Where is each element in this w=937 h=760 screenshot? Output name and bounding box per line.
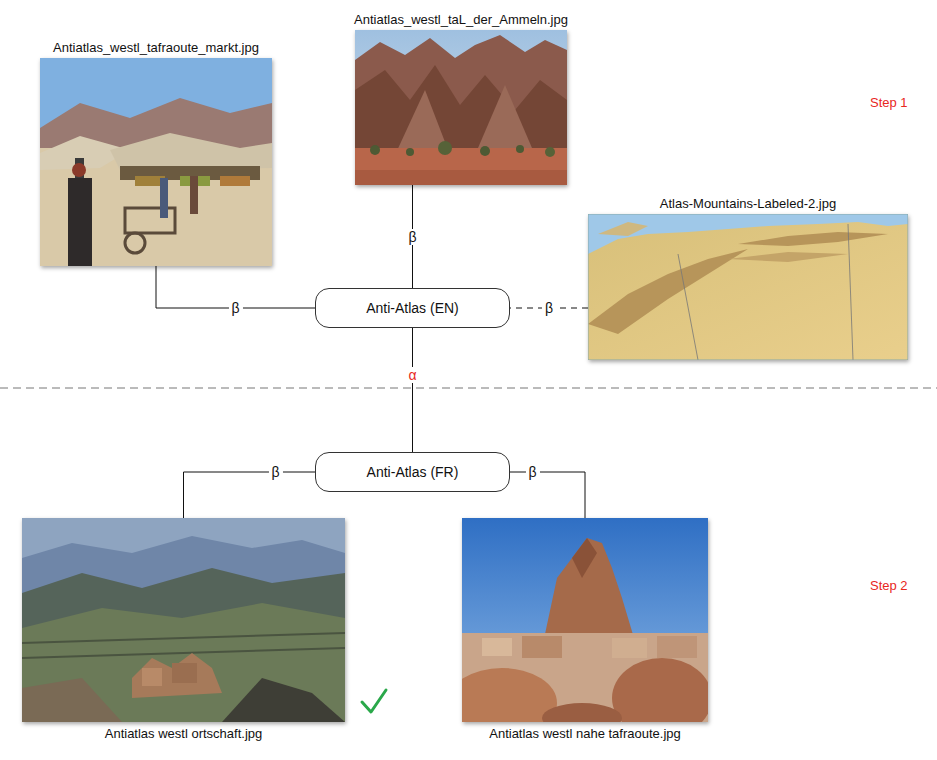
connector-line [184, 472, 316, 518]
step-label: Step 1 [870, 95, 908, 110]
image-node: Antiatlas westl ortschaft.jpg [22, 518, 345, 744]
image-node: Antiatlas_westl_taL_der_Ammeln.jpg [355, 8, 567, 185]
edge-label: α [405, 367, 419, 383]
file-caption: Antiatlas westl nahe tafraoute.jpg [462, 722, 708, 744]
edge-label: β [405, 229, 419, 245]
connector-line [412, 328, 413, 452]
photo-illustration [40, 58, 272, 266]
connector-line [510, 472, 585, 518]
photo-illustration [355, 30, 567, 185]
image-node: Antiatlas westl nahe tafraoute.jpg [462, 518, 708, 744]
rounded-box: Anti-Atlas (FR) [315, 452, 510, 492]
box-label: Anti-Atlas (FR) [367, 464, 459, 480]
rounded-box: Anti-Atlas (EN) [315, 288, 510, 328]
file-caption: Antiatlas_westl_taL_der_Ammeln.jpg [355, 8, 567, 30]
step-divider [0, 388, 937, 389]
image-node: Atlas-Mountains-Labeled-2.jpg [588, 192, 908, 360]
photo-illustration [588, 214, 908, 360]
edge-label: β [525, 464, 539, 480]
check-mark [362, 690, 386, 712]
file-caption: Antiatlas westl ortschaft.jpg [22, 722, 345, 744]
box-label: Anti-Atlas (EN) [366, 300, 459, 316]
step-label: Step 2 [870, 578, 908, 593]
edge-label: β [542, 300, 556, 316]
photo-illustration [462, 518, 708, 722]
edge-label: β [228, 300, 242, 316]
file-caption: Atlas-Mountains-Labeled-2.jpg [588, 192, 908, 214]
image-node: Antiatlas_westl_tafraoute_markt.jpg [40, 36, 272, 266]
photo-illustration [22, 518, 345, 722]
file-caption: Antiatlas_westl_tafraoute_markt.jpg [40, 36, 272, 58]
edge-label: β [269, 464, 283, 480]
